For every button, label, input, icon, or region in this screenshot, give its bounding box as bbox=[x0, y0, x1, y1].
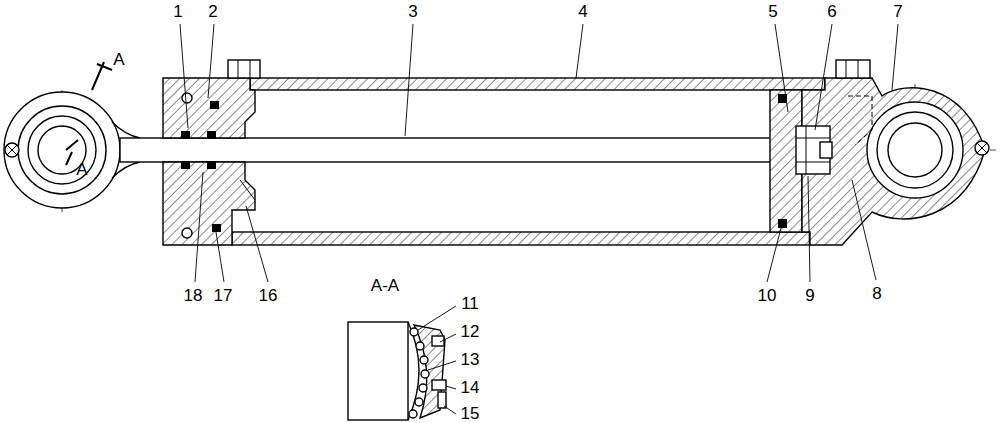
callout-number: 5 bbox=[767, 2, 778, 22]
section-label: A-A bbox=[370, 276, 400, 296]
section-mark: A bbox=[75, 160, 88, 180]
callout-number: 8 bbox=[871, 284, 882, 304]
callout-number: 18 bbox=[183, 286, 204, 306]
callout-number: 6 bbox=[826, 2, 837, 22]
callout-number: 16 bbox=[258, 286, 279, 306]
callout-number: 13 bbox=[460, 350, 481, 370]
callout-number: 4 bbox=[577, 2, 588, 22]
callout-number: 12 bbox=[460, 322, 481, 342]
callout-number: 7 bbox=[892, 2, 903, 22]
callout-number: 9 bbox=[804, 286, 815, 306]
callout-number: 10 bbox=[757, 286, 778, 306]
callout-number: 17 bbox=[213, 286, 234, 306]
callout-number: 11 bbox=[460, 294, 480, 314]
callout-number: 1 bbox=[172, 2, 183, 22]
section-mark: A bbox=[112, 50, 125, 70]
callout-number: 14 bbox=[460, 378, 481, 398]
callout-number: 2 bbox=[207, 2, 218, 22]
callout-number: 3 bbox=[407, 2, 418, 22]
callout-number: 15 bbox=[460, 404, 481, 423]
